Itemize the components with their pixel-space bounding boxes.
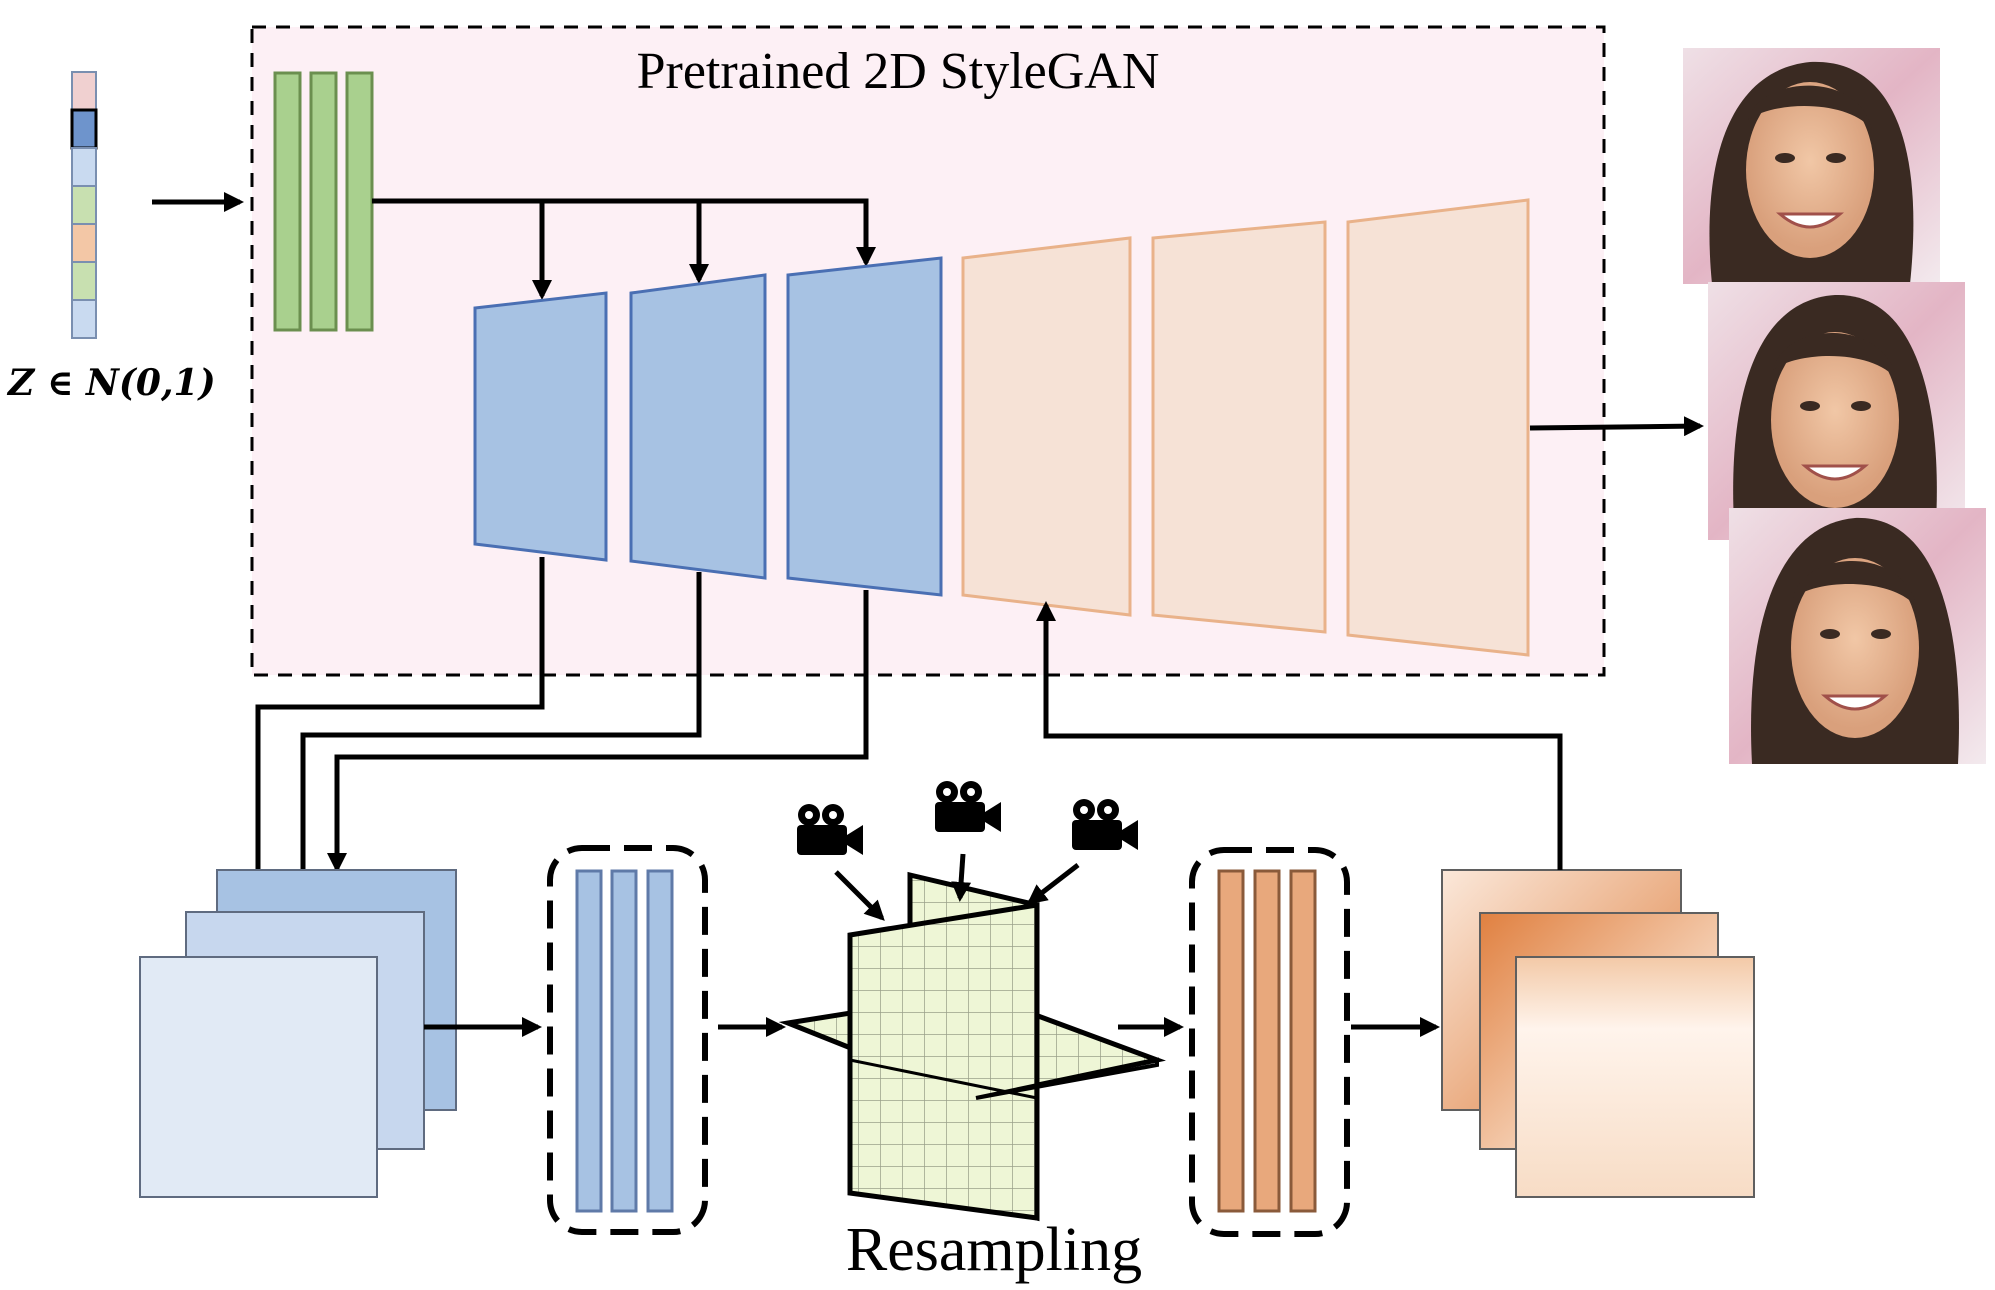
- orange-decoder-group: [1189, 847, 1350, 1237]
- blue-encoder-bars: [575, 869, 674, 1213]
- orange-feature-maps: [1441, 869, 1755, 1198]
- synthesis-blocks-low-res: [473, 256, 943, 597]
- blue-encoder-group: [547, 845, 708, 1235]
- movie-camera-icon: [1072, 799, 1138, 850]
- synthesis-blocks-high-res: [961, 198, 1530, 657]
- output-face-3: [1729, 508, 1986, 764]
- blue-feature-maps: [139, 869, 457, 1198]
- movie-camera-icon: [797, 804, 863, 855]
- latent-label: Z ∈ N(0,1): [6, 362, 216, 404]
- stylegan-title: Pretrained 2D StyleGAN: [637, 43, 1160, 100]
- resampling-label: Resampling: [846, 1216, 1142, 1284]
- movie-camera-icon: [935, 781, 1001, 832]
- output-face-2: [1708, 282, 1965, 540]
- tri-plane: [778, 871, 1166, 1222]
- output-face-1: [1683, 48, 1940, 284]
- latent-vector: [70, 71, 98, 339]
- orange-decoder-bars: [1217, 869, 1317, 1213]
- mapping-network: [273, 71, 374, 332]
